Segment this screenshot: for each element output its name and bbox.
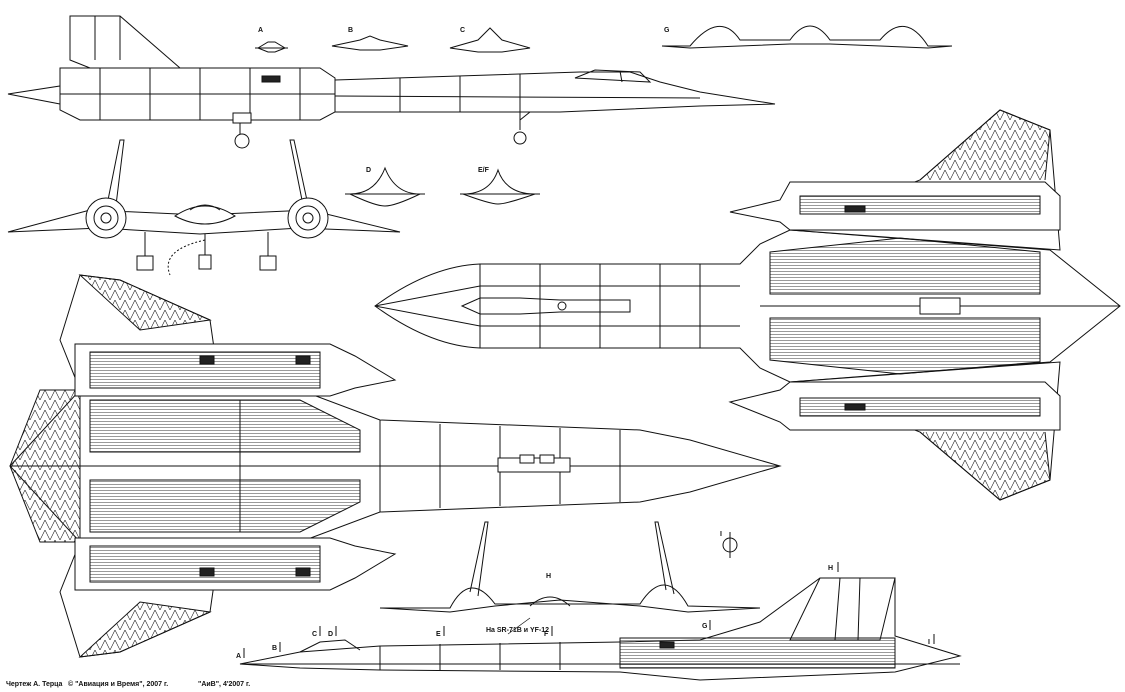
marker-b: B <box>272 645 277 652</box>
section-c <box>449 27 531 53</box>
section-ef <box>460 168 540 205</box>
plan-view-left <box>9 274 782 658</box>
label-section-c: C <box>460 27 465 34</box>
label-section-i: I <box>720 531 722 538</box>
marker-i: I <box>928 639 930 646</box>
marker-c: C <box>312 631 317 638</box>
section-i <box>722 532 738 558</box>
plan-view-right <box>374 109 1121 501</box>
label-section-g: G <box>664 27 670 34</box>
section-h <box>379 521 761 613</box>
marker-e: E <box>436 631 441 638</box>
marker-d: D <box>328 631 333 638</box>
section-a <box>255 41 288 53</box>
section-marker-ticks <box>243 562 935 658</box>
marker-a: A <box>236 653 241 660</box>
copyright: © "Авиация и Время", 2007 г. <box>68 681 169 688</box>
issue-info: "АиВ", 4'2007 г. <box>198 681 251 688</box>
label-section-h: H <box>546 573 551 580</box>
section-d <box>345 166 425 207</box>
marker-g: G <box>702 623 708 630</box>
label-section-a: A <box>258 27 263 34</box>
section-b <box>331 35 409 51</box>
author-credit: Чертеж А. Терца <box>6 681 63 688</box>
label-section-d: D <box>366 167 371 174</box>
side-view-bottom <box>239 577 962 681</box>
front-view <box>7 139 401 276</box>
label-section-ef: E/F <box>478 167 490 174</box>
marker-f: F <box>544 631 549 638</box>
section-g <box>661 25 953 49</box>
variant-note: На SR-71B и YF-12 <box>486 627 549 634</box>
side-view-top <box>7 15 776 149</box>
marker-h: H <box>828 565 833 572</box>
label-section-b: B <box>348 27 353 34</box>
